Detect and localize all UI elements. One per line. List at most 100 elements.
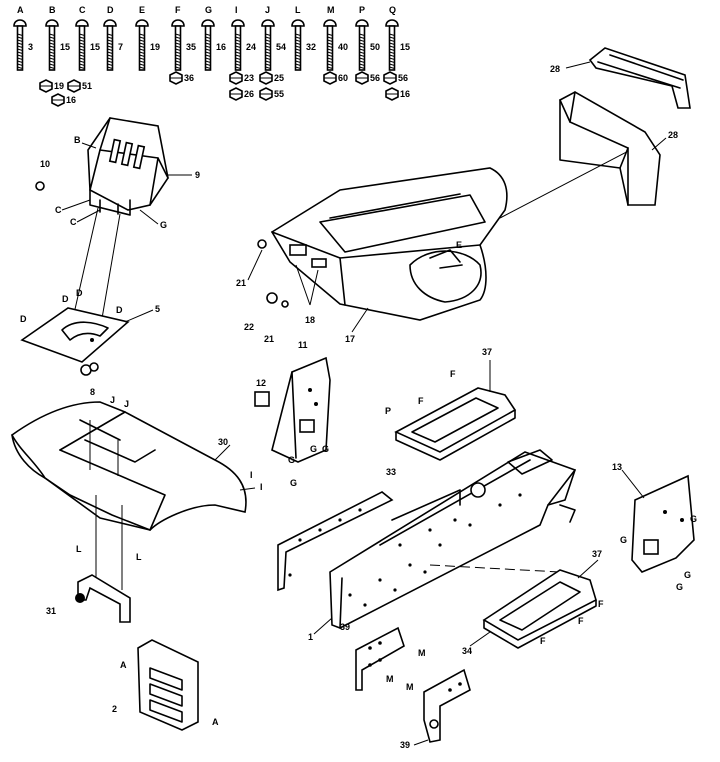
callout-P: P [385, 406, 391, 416]
callout-G-3: G [310, 444, 317, 454]
bolt-number-C: 15 [90, 42, 100, 52]
bolt-E-head [135, 19, 149, 27]
callout-I-2: I [260, 482, 263, 492]
callout-11: 11 [298, 340, 308, 350]
side-panel-part-11 [254, 356, 331, 463]
bolt-I [234, 25, 242, 71]
callout-33: 33 [386, 467, 396, 477]
callout-L-1: L [76, 544, 82, 554]
bolt-letter-D: D [107, 5, 114, 15]
nut-number-10: 56 [370, 73, 380, 83]
callout-C-2: C [70, 217, 77, 227]
bolt-A [16, 25, 24, 71]
bolt-D [106, 25, 114, 71]
bolt-Q-head [385, 19, 399, 27]
bolt-letter-E: E [139, 5, 145, 15]
callout-9: 9 [195, 170, 200, 180]
callout-G-1: G [160, 220, 167, 230]
callout-G-8: G [684, 570, 691, 580]
bolt-letter-F: F [175, 5, 181, 15]
bolt-number-A: 3 [28, 42, 33, 52]
bolt-I-head [231, 19, 245, 27]
bolt-D-head [103, 19, 117, 27]
callout-L-2: L [136, 552, 142, 562]
callout-G-5: G [290, 478, 297, 488]
bolt-M [326, 25, 334, 71]
bolt-letter-A: A [17, 5, 24, 15]
nut-number-8: 55 [274, 89, 284, 99]
callout-30: 30 [218, 437, 228, 447]
callout-D-3: D [76, 288, 83, 298]
callout-G-4: G [322, 444, 329, 454]
callout-12: 12 [256, 378, 266, 388]
bolt-Q [388, 25, 396, 71]
bolt-J [264, 25, 272, 71]
callout-M-3: M [406, 682, 414, 692]
seat-mount-plate-part-5 [20, 307, 130, 376]
callout-F-4: F [578, 616, 584, 626]
bolt-letter-J: J [265, 5, 270, 15]
bolt-E [138, 25, 146, 71]
bolt-letter-P: P [359, 5, 365, 15]
bolt-A-head [13, 19, 27, 27]
callout-G-6: G [620, 535, 627, 545]
bolt-C [78, 25, 86, 71]
callout-A-2: A [212, 717, 219, 727]
callout-31: 31 [46, 606, 56, 616]
bolt-number-P: 50 [370, 42, 380, 52]
callout-G-9: G [676, 582, 683, 592]
callout-D-4: D [116, 305, 123, 315]
bolt-P [358, 25, 366, 71]
bolt-G [204, 25, 212, 71]
bolt-G-head [201, 19, 215, 27]
callout-G-7: G [690, 514, 697, 524]
callout-28-b: 28 [668, 130, 678, 140]
bolt-letter-C: C [79, 5, 86, 15]
callout-22: 22 [244, 322, 254, 332]
callout-D-2: D [62, 294, 69, 304]
callout-J-1: J [110, 395, 115, 405]
callout-F-5: F [540, 636, 546, 646]
bolt-number-D: 7 [118, 42, 123, 52]
callout-1: 1 [308, 632, 313, 642]
bolt-letter-G: G [205, 5, 212, 15]
callout-F-1: F [450, 369, 456, 379]
callout-I-1: I [250, 470, 253, 480]
nut-number-12: 16 [400, 89, 410, 99]
fender-part-30 [11, 401, 247, 531]
bolt-L-head [291, 19, 305, 27]
bolt-number-B: 15 [60, 42, 70, 52]
callout-21-a: 21 [236, 278, 246, 288]
nut-number-7: 26 [244, 89, 254, 99]
bolt-number-Q: 15 [400, 42, 410, 52]
callout-39-a: 39 [340, 622, 350, 632]
bracket-part-39-upper [355, 626, 405, 691]
bolt-B [48, 25, 56, 71]
callout-34: 34 [462, 646, 472, 656]
bolt-number-J: 54 [276, 42, 286, 52]
callout-M-2: M [386, 674, 394, 684]
bolt-number-E: 19 [150, 42, 160, 52]
bolt-number-I: 24 [246, 42, 256, 52]
nut-number-11: 56 [398, 73, 408, 83]
frame-part-1 [277, 449, 577, 629]
callout-10: 10 [40, 159, 50, 169]
callout-C-1: C [55, 205, 62, 215]
bolt-letter-Q: Q [389, 5, 396, 15]
callout-G-2: G [288, 455, 295, 465]
callout-2: 2 [112, 704, 117, 714]
seat-support-part-33 [394, 387, 517, 461]
callout-8: 8 [90, 387, 95, 397]
callout-21-b: 21 [264, 334, 274, 344]
callout-F-3: F [598, 599, 604, 609]
bolt-number-M: 40 [338, 42, 348, 52]
callout-13: 13 [612, 462, 622, 472]
callout-F-2: F [418, 396, 424, 406]
bolt-M-head [323, 19, 337, 27]
callout-M-1: M [418, 648, 426, 658]
nut-number-2: 51 [82, 81, 92, 91]
side-bracket-part-13 [631, 474, 695, 573]
bolt-J-head [261, 19, 275, 27]
bolt-C-head [75, 19, 89, 27]
